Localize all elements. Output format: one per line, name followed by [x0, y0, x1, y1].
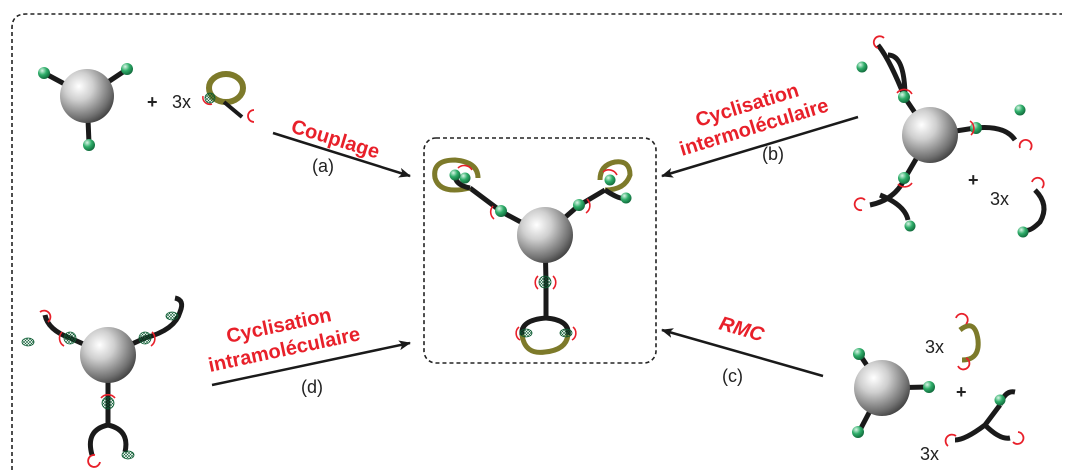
tag-d: (d)	[301, 377, 323, 397]
plus-sign-a: +	[147, 92, 158, 112]
reagent-loop-c	[955, 312, 981, 371]
tag-a: (a)	[312, 156, 334, 176]
core-molecule-b	[853, 35, 1033, 232]
count-label-b: 3x	[990, 189, 1009, 209]
tag-b: (b)	[762, 144, 784, 164]
arrow-a	[272, 131, 411, 178]
arrow-c	[661, 328, 824, 378]
arrow-b	[661, 115, 859, 178]
core-molecule-a	[38, 63, 133, 151]
tag-c: (c)	[722, 366, 743, 386]
reagent-arm-b	[1017, 176, 1047, 238]
product-molecule	[432, 157, 633, 355]
plus-sign-c: +	[956, 382, 967, 402]
core-molecule-c	[852, 348, 935, 438]
reagent-arm-c	[944, 389, 1025, 447]
reagent-loop-a	[202, 71, 255, 123]
outer-frame	[11, 13, 1062, 470]
product-box	[423, 137, 657, 364]
label-rmc: RMC	[717, 313, 767, 347]
arrow-d	[211, 340, 411, 387]
count-label-a: 3x	[172, 92, 191, 112]
count-label-c-bottom: 3x	[920, 444, 939, 464]
core-molecule-d	[21, 295, 185, 468]
count-label-c-top: 3x	[925, 337, 944, 357]
plus-sign-b: +	[968, 170, 979, 190]
label-couplage: Couplage	[289, 116, 383, 164]
